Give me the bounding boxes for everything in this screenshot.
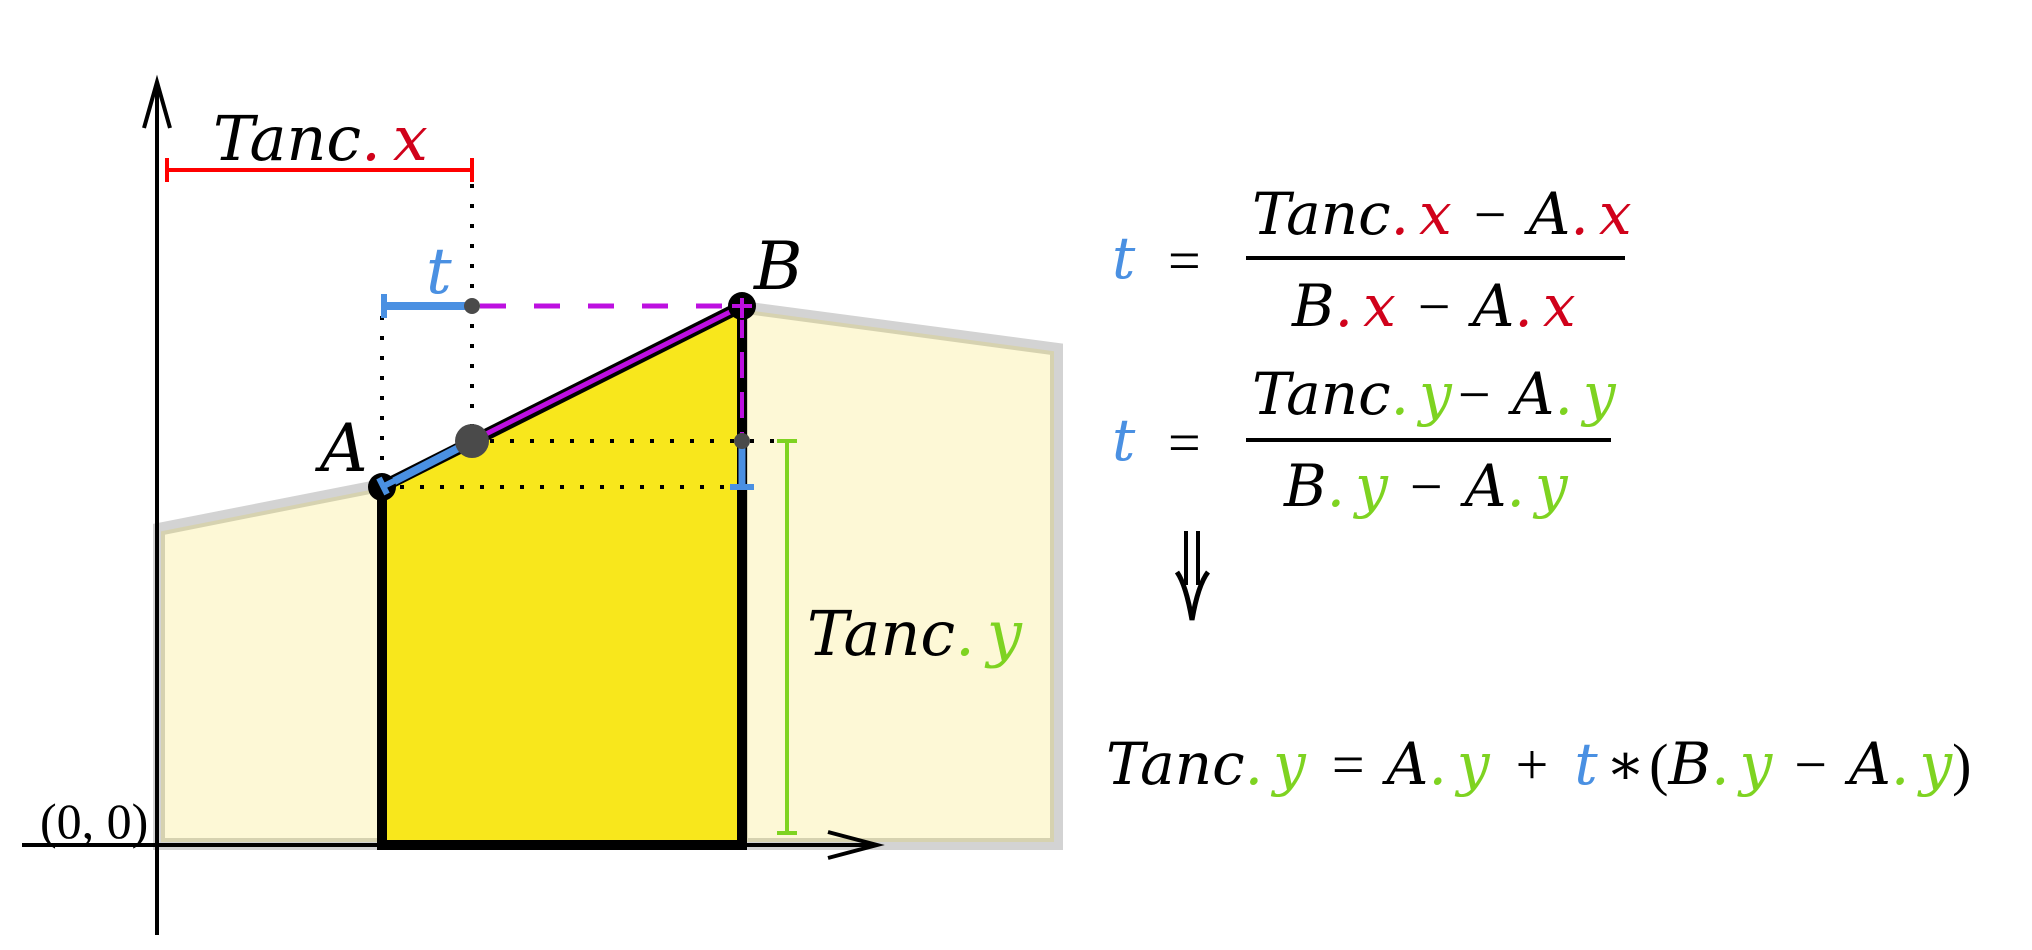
point-b-magenta-arrow-icon bbox=[732, 298, 752, 318]
tanc-x-span bbox=[165, 158, 474, 182]
eq1-equals: = bbox=[1168, 228, 1201, 293]
eq1-lhs: t bbox=[1112, 224, 1136, 292]
tanc-y-base: Tanc bbox=[807, 597, 955, 670]
point-t-marker bbox=[464, 298, 480, 314]
tanc-y-dot: . bbox=[955, 597, 975, 670]
eq1-numerator: Tanc.x−A.x bbox=[1252, 180, 1632, 248]
eq1-denominator: B.x−A.x bbox=[1291, 272, 1576, 340]
point-a-blue-cap bbox=[376, 476, 400, 496]
t-span-vertical bbox=[730, 444, 754, 490]
segment-tanc-to-b bbox=[470, 303, 744, 444]
tanc-y-comp: y bbox=[984, 597, 1023, 670]
eq2-numerator: Tanc.y−A.y bbox=[1252, 360, 1617, 428]
left-pale-region bbox=[153, 477, 387, 850]
equation-t-from-x: t = Tanc.x−A.x B.x−A.x bbox=[1112, 180, 1632, 340]
dotted-guides bbox=[380, 184, 782, 489]
tanc-x-label: Tanc.x bbox=[213, 102, 428, 175]
point-a-label: A bbox=[314, 410, 368, 487]
implies-double-arrow-icon bbox=[1174, 531, 1211, 621]
tanc-x-dot: . bbox=[361, 102, 381, 175]
eq2-equals: = bbox=[1168, 410, 1201, 475]
tanc-y-span bbox=[777, 439, 797, 835]
point-tanc-y-projection bbox=[734, 433, 750, 449]
right-pale-region bbox=[737, 300, 1063, 850]
selected-yellow-region bbox=[377, 297, 747, 850]
origin-label: (0, 0) bbox=[40, 793, 148, 849]
eq2-lhs: t bbox=[1112, 406, 1136, 474]
x-axis-arrow-icon bbox=[827, 830, 885, 860]
tanc-x-base: Tanc bbox=[213, 102, 361, 175]
point-b-label: B bbox=[753, 228, 803, 305]
tanc-x-comp: x bbox=[393, 102, 428, 175]
y-axis-arrow-icon bbox=[142, 74, 172, 129]
point-tanc-marker[interactable] bbox=[455, 424, 489, 458]
result-equation: Tanc.y=A.y+t∗(B.y−A.y) bbox=[1106, 730, 1971, 798]
eq2-denominator: B.y−A.y bbox=[1283, 452, 1569, 520]
equation-t-from-y: t = Tanc.y−A.y B.y−A.y bbox=[1112, 360, 1617, 520]
tanc-y-label: Tanc.y bbox=[807, 597, 1023, 670]
t-span-horizontal bbox=[381, 294, 472, 318]
t-label: t bbox=[426, 235, 452, 309]
